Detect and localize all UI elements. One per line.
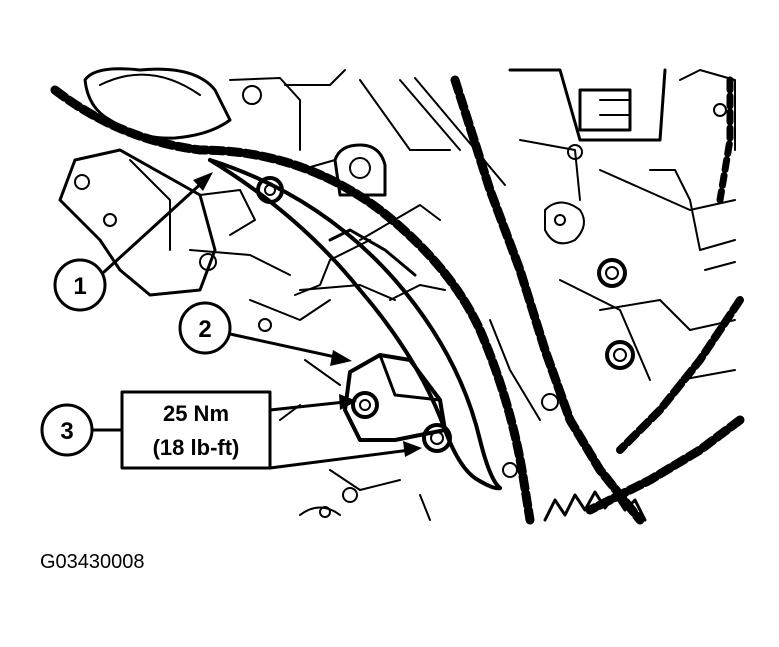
bolt-icon	[597, 258, 627, 288]
figure-id: G03430008	[40, 551, 145, 573]
callout-3-upper-arrowhead	[339, 394, 357, 410]
callout-1: 1	[53, 172, 213, 312]
torque-spec-imperial: (18 lb-ft)	[153, 435, 240, 460]
lower-sprocket	[543, 490, 647, 522]
callout-1-arrowhead	[193, 172, 213, 191]
chain-tensioner-arm	[208, 158, 502, 491]
bolt-icon	[605, 340, 635, 370]
chain-tensioner-body	[343, 353, 452, 453]
engine-casting-outlines	[58, 67, 736, 521]
timing-chains	[50, 75, 745, 525]
callout-2: 2	[178, 301, 352, 366]
callout-2-arrowhead	[330, 350, 352, 366]
callout-3-lower-arrowhead	[403, 441, 422, 457]
callout-2-number: 2	[198, 316, 211, 343]
torque-spec-metric: 25 Nm	[163, 401, 229, 426]
tensioner-bolt-lower-icon	[422, 423, 452, 453]
tensioner-bolt-upper-icon	[351, 391, 379, 419]
torque-spec-box	[120, 390, 272, 470]
callout-3-number: 3	[60, 418, 73, 445]
callout-3: 3 25 Nm (18 lb-ft)	[40, 390, 422, 470]
callout-1-number: 1	[73, 273, 86, 300]
